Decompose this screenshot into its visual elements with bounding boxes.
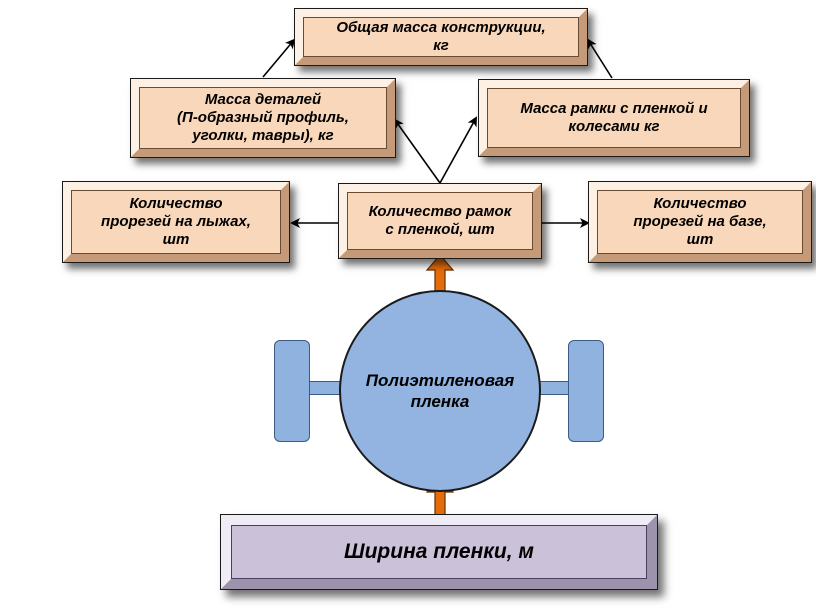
right-wheel [568, 340, 604, 442]
total-mass-box: Общая масса конструкции, кг [294, 8, 588, 66]
arrow-parts-to-total [262, 38, 296, 78]
arrow-to-parts-mass [393, 118, 441, 184]
parts-mass-box: Масса деталей (П-образный профиль, уголк… [130, 78, 396, 158]
frame-mass-box: Масса рамки с пленкой и колесами кг [478, 79, 750, 157]
base-cuts-label: Количество прорезей на базе, шт [597, 190, 803, 254]
base-cuts-box: Количество прорезей на базе, шт [588, 181, 812, 263]
right-axle [536, 381, 572, 395]
film-width-label: Ширина пленки, м [231, 525, 647, 579]
film-width-box: Ширина пленки, м [220, 514, 658, 590]
film-roll-circle: Полиэтиленовая пленка [339, 290, 541, 492]
parts-mass-label: Масса деталей (П-образный профиль, уголк… [139, 87, 387, 149]
frames-count-label: Количество рамок с пленкой, шт [347, 192, 533, 250]
frames-count-box: Количество рамок с пленкой, шт [338, 183, 542, 259]
skis-cuts-box: Количество прорезей на лыжах, шт [62, 181, 290, 263]
total-mass-label: Общая масса конструкции, кг [303, 17, 579, 57]
arrow-frame-to-total [586, 38, 613, 79]
skis-cuts-label: Количество прорезей на лыжах, шт [71, 190, 281, 254]
arrow-to-frame-mass [439, 116, 477, 184]
frame-mass-label: Масса рамки с пленкой и колесами кг [487, 88, 741, 148]
left-wheel [274, 340, 310, 442]
